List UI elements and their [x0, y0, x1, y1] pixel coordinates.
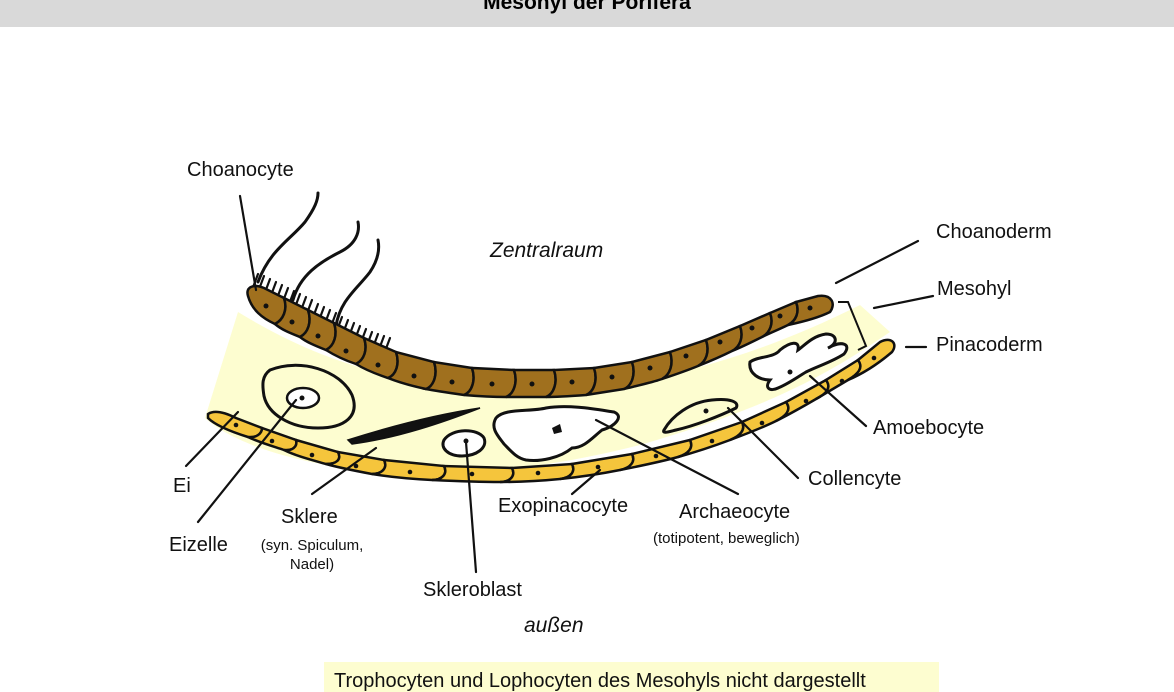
mesohyl-brace	[838, 301, 868, 351]
label-aussen: außen	[524, 614, 584, 637]
label-mesohyl: Mesohyl	[937, 278, 1012, 300]
label-archaeocyte-note: (totipotent, beweglich)	[653, 530, 800, 547]
label-choanoderm: Choanoderm	[936, 221, 1052, 243]
choanoderm-layer	[246, 284, 834, 399]
sclere-spicule	[346, 407, 481, 445]
label-archaeocyte: Archaeocyte	[679, 501, 791, 523]
label-eizelle: Eizelle	[169, 534, 228, 556]
label-sklere-note-line2: Nadel)	[289, 556, 335, 573]
scleroblast-cell	[441, 429, 487, 458]
label-choanocyte: Choanocyte	[187, 159, 294, 181]
collencyte-cell	[662, 398, 739, 434]
label-amoebocyte: Amoebocyte	[873, 417, 985, 439]
label-ei: Ei	[173, 475, 191, 497]
label-pinacoderm: Pinacoderm	[936, 334, 1043, 356]
label-zentralraum: Zentralraum	[490, 239, 604, 262]
choanocyte-nuclei	[263, 303, 813, 387]
footnote-text: Trophocyten und Lophocyten des Mesohyls …	[334, 670, 866, 692]
pinacocyte-nuclei	[233, 355, 877, 477]
label-collencyte: Collencyte	[808, 468, 902, 490]
label-skleroblast: Skleroblast	[423, 579, 522, 601]
label-exopinacocyte: Exopinacocyte	[498, 495, 629, 517]
leader-lines	[184, 194, 935, 574]
flagella	[256, 191, 381, 328]
label-sklere-note-line1: (syn. Spiculum,	[260, 537, 364, 554]
amoebocyte-cell	[748, 332, 849, 392]
label-sklere-note: (syn. Spiculum, Nadel)	[256, 536, 368, 574]
pinacoderm-layer	[206, 338, 896, 484]
title-bar: Mesohyl der Porifera	[0, 0, 1174, 27]
footnote-box: Trophocyten und Lophocyten des Mesohyls …	[324, 662, 939, 692]
archaeocyte-cell	[492, 405, 620, 462]
page-title: Mesohyl der Porifera	[483, 0, 691, 14]
label-sklere: Sklere	[281, 506, 338, 528]
